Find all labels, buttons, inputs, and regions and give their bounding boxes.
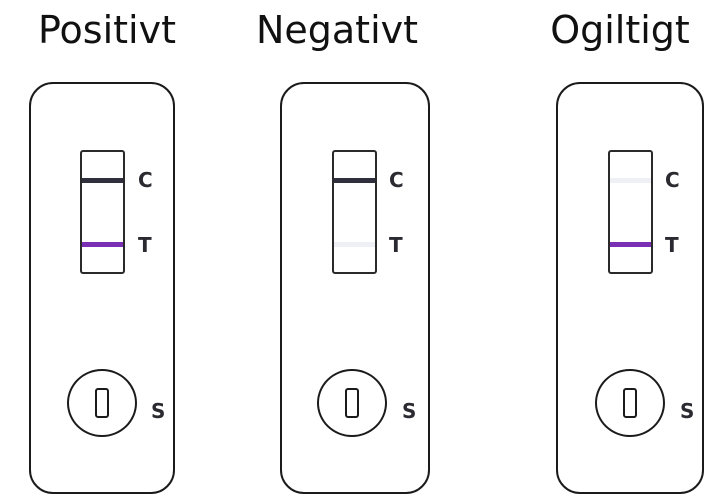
test-label: T [138,233,152,257]
sample-label: S [680,399,695,423]
test-panel-invalid: Ogiltigt C T S [520,0,720,504]
control-line [610,178,651,183]
test-line [334,242,375,247]
control-label: C [389,168,404,192]
result-window [608,150,653,274]
sample-well-slot [623,388,637,418]
result-title: Negativt [255,8,419,52]
test-label: T [665,233,679,257]
result-window [332,150,377,274]
test-line [610,242,651,247]
sample-well-slot [95,388,109,418]
sample-label: S [151,399,166,423]
sample-label: S [402,399,417,423]
result-title: Positivt [37,8,176,52]
test-cassette: C T S [29,82,175,494]
result-window [80,150,125,274]
sample-well [67,369,137,437]
sample-well [595,369,665,437]
result-title: Ogiltigt [550,8,690,52]
test-panel-positive: Positivt C T S [0,0,218,504]
control-line [82,178,123,183]
control-label: C [138,168,153,192]
sample-well-slot [345,388,359,418]
test-cassette: C T S [556,82,704,494]
control-label: C [665,168,680,192]
control-line [334,178,375,183]
test-label: T [389,233,403,257]
test-panel-negative: Negativt C T S [245,0,445,504]
test-line [82,242,123,247]
test-cassette: C T S [280,82,430,494]
sample-well [317,369,387,437]
